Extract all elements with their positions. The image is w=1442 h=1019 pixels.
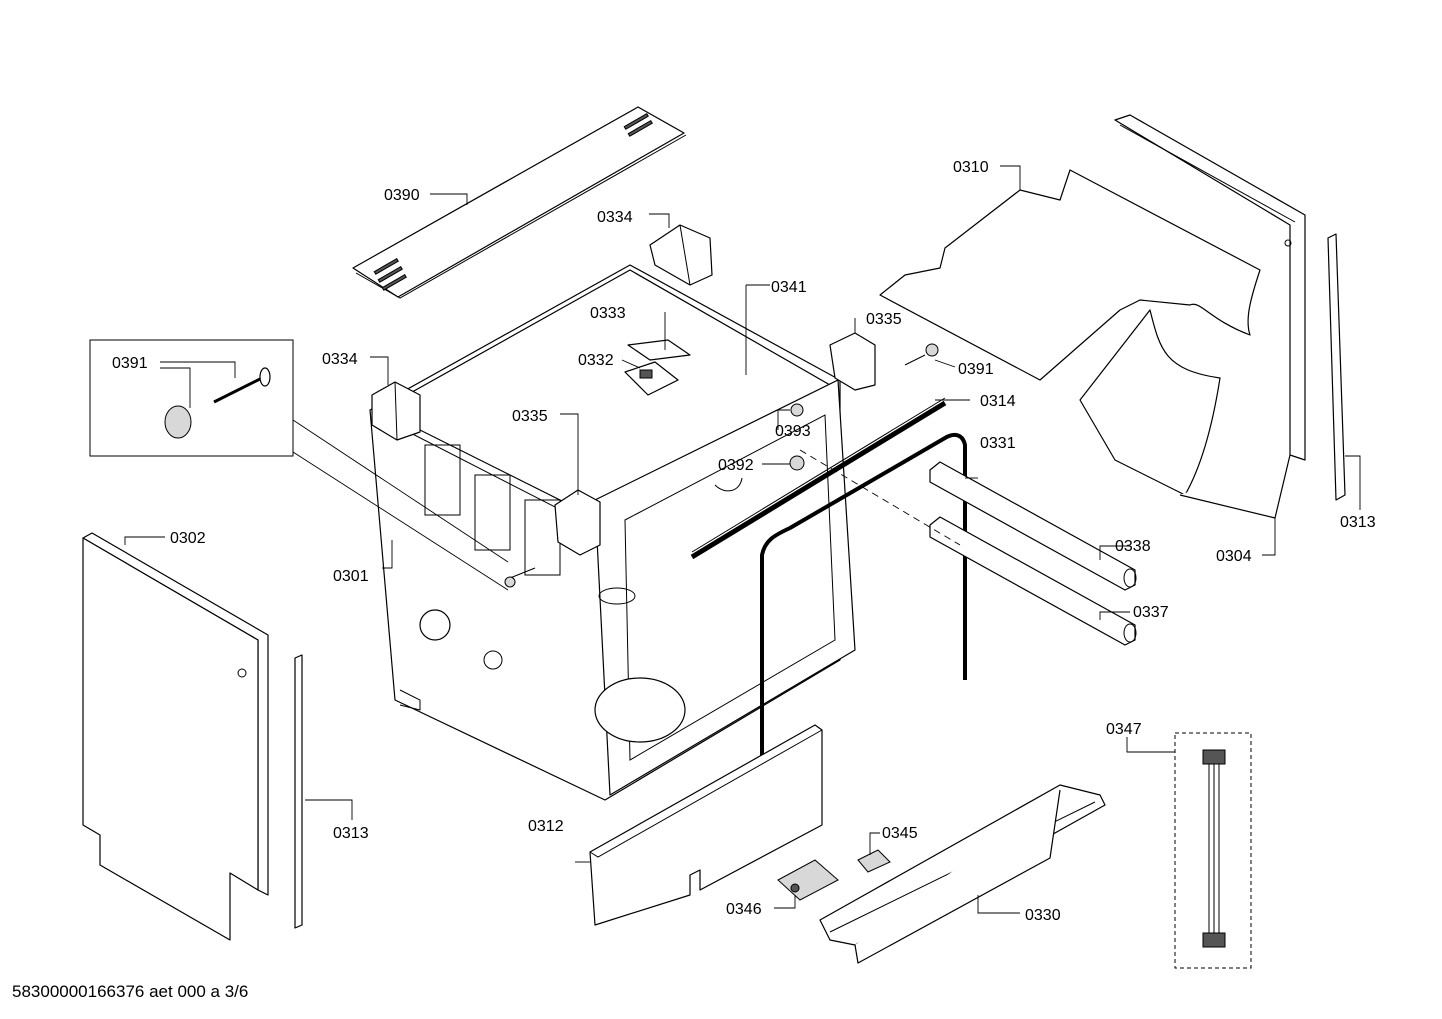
part-0331-frame: [760, 432, 967, 795]
part-0330-base-tray: [819, 784, 1106, 964]
part-0332-latch: [624, 361, 679, 396]
label-0304: 0304: [1216, 548, 1252, 565]
label-0334-left: 0334: [322, 351, 358, 368]
part-0391-screw-detail: [164, 367, 271, 439]
part-0302-side-panel: [82, 532, 269, 941]
label-0313-left: 0313: [333, 825, 369, 842]
part-0313-left-seal: [294, 654, 303, 929]
label-0332: 0332: [578, 352, 614, 369]
part-0338-rail: [929, 461, 1137, 591]
part-0391-screw-right: [904, 343, 939, 366]
label-0346: 0346: [726, 901, 762, 918]
label-0312: 0312: [528, 818, 564, 835]
label-0337: 0337: [1133, 604, 1169, 621]
part-0334-hinge-left: [371, 381, 421, 441]
label-0334-top: 0334: [597, 209, 633, 226]
part-0337-rail: [929, 516, 1137, 646]
label-0390: 0390: [384, 187, 420, 204]
label-0391-detail: 0391: [112, 355, 148, 372]
label-0338: 0338: [1115, 538, 1151, 555]
part-0334-hinge-top: [649, 224, 713, 286]
part-0333-clip: [627, 339, 691, 361]
label-0393: 0393: [775, 423, 811, 440]
part-0301-tub: [369, 264, 856, 801]
part-0314-door-seal: [690, 397, 947, 560]
label-0345: 0345: [882, 825, 918, 842]
label-0392: 0392: [718, 457, 754, 474]
part-0347-cable-harness: [1202, 749, 1226, 948]
label-0310: 0310: [953, 159, 989, 176]
detail-box-0391: [89, 339, 294, 457]
part-0312-front-strip: [589, 724, 823, 926]
part-0392-roller: [789, 455, 805, 471]
part-0345-clip: [857, 849, 891, 873]
label-0302: 0302: [170, 530, 206, 547]
label-0301: 0301: [333, 568, 369, 585]
label-0333: 0333: [590, 305, 626, 322]
part-0310-insulation-mat: [879, 169, 1261, 381]
part-0390-top-plate: [352, 106, 687, 299]
label-0347: 0347: [1106, 721, 1142, 738]
document-id-footer: 58300000166376 aet 000 a 3/6: [12, 982, 249, 1001]
part-0304-rear-panel: [1079, 114, 1306, 519]
label-0335-right: 0335: [866, 311, 902, 328]
part-0346-valve: [777, 859, 839, 901]
label-0335-center: 0335: [512, 408, 548, 425]
label-0391-right: 0391: [958, 361, 994, 378]
label-0341: 0341: [771, 279, 807, 296]
label-0313-right: 0313: [1340, 514, 1376, 531]
label-0314: 0314: [980, 393, 1016, 410]
label-0330: 0330: [1025, 907, 1061, 924]
part-0313-right-seal: [1327, 233, 1346, 501]
leader-lines: [124, 165, 1361, 914]
part-0393-roller: [790, 403, 804, 417]
label-0331: 0331: [980, 435, 1016, 452]
part-labels: 0390 0334 0341 0333 0332 0334 0335 0335 …: [112, 159, 1376, 924]
detail-box-0347: [1174, 732, 1252, 969]
part-0391-screw-mounted: [504, 567, 536, 588]
